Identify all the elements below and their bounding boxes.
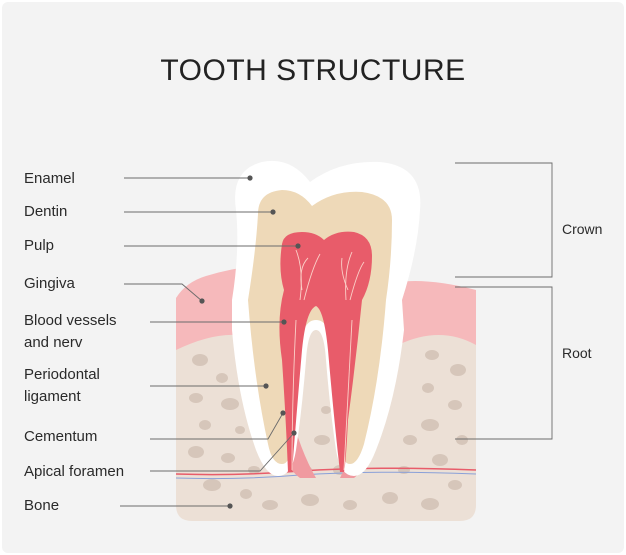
label-blood-vessels-line2: and nerv	[24, 334, 83, 351]
label-pulp: Pulp	[24, 237, 55, 254]
label-periodontal-line1: Periodontal	[24, 366, 100, 383]
label-blood-vessels-line1: Blood vessels	[24, 312, 117, 329]
pulp	[279, 231, 372, 472]
leader-lines	[120, 177, 298, 507]
label-crown: Crown	[562, 221, 603, 237]
root-bracket	[455, 286, 553, 440]
label-periodontal-line2: ligament	[24, 388, 81, 405]
label-enamel: Enamel	[24, 170, 75, 187]
label-dentin: Dentin	[24, 203, 68, 220]
label-gingiva: Gingiva	[24, 275, 75, 292]
nerve-lines	[291, 249, 365, 471]
label-root: Root	[562, 345, 592, 361]
label-cementum: Cementum	[24, 428, 98, 445]
crown-bracket	[455, 162, 553, 278]
bone-spots	[188, 350, 468, 510]
leader-dots	[199, 175, 301, 509]
label-bone: Bone	[24, 497, 60, 514]
diagram-title: TOOTH STRUCTURE	[160, 54, 466, 87]
label-apical-foramen: Apical foramen	[24, 463, 125, 480]
gingiva-right	[398, 281, 476, 345]
